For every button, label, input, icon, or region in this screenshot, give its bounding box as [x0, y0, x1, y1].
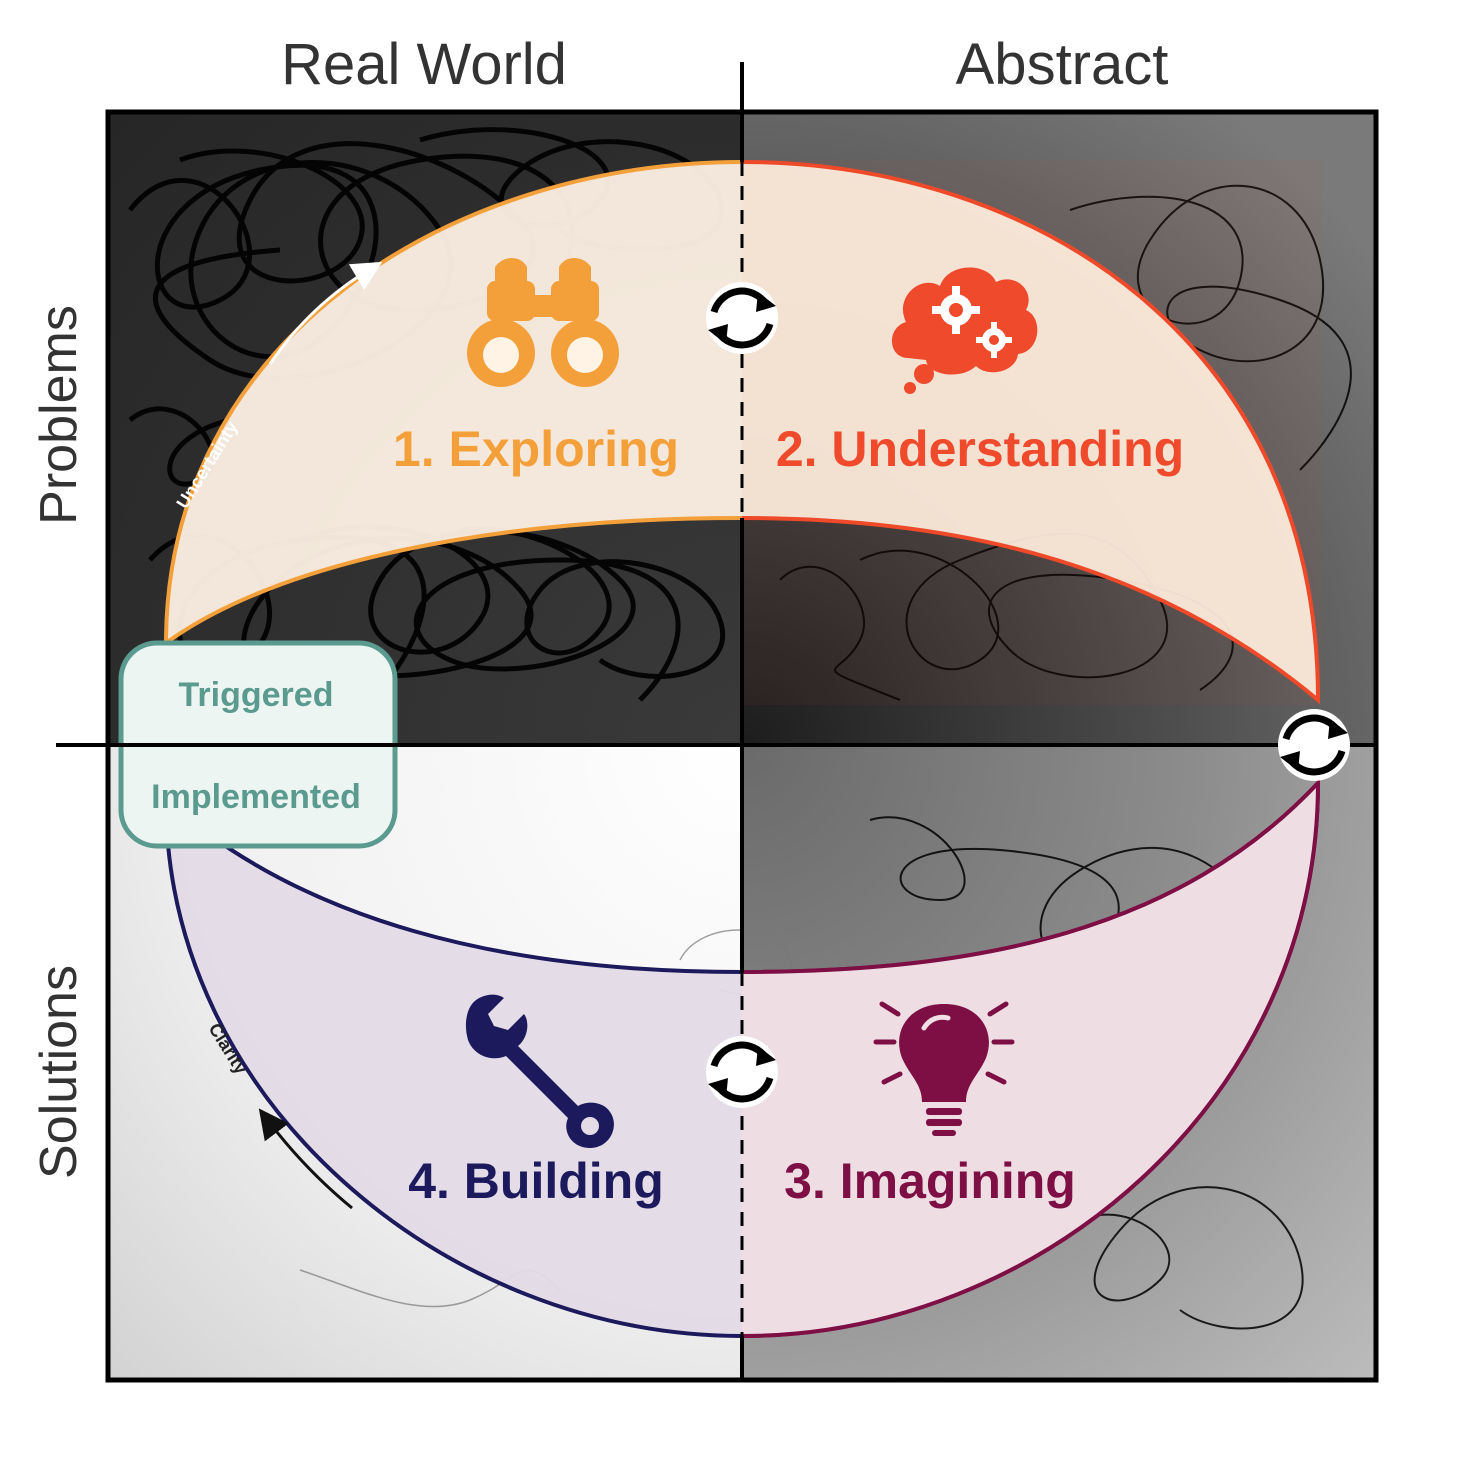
- trigger-label-triggered: Triggered: [179, 676, 334, 714]
- lightbulb-icon: [873, 1001, 1015, 1136]
- row-label-solutions: Solutions: [30, 965, 88, 1179]
- cycle-icon: [706, 282, 778, 354]
- wrench-icon: [465, 994, 614, 1148]
- cycle-icon: [706, 1036, 778, 1108]
- stage-label-building: 4. Building: [408, 1153, 664, 1209]
- stage-label-understanding: 2. Understanding: [776, 421, 1184, 477]
- stage-label-imagining: 3. Imagining: [784, 1153, 1076, 1209]
- cycle-icon: [1278, 709, 1350, 781]
- column-label-real-world: Real World: [281, 32, 567, 97]
- trigger-label-implemented: Implemented: [151, 778, 361, 816]
- column-label-abstract: Abstract: [956, 32, 1169, 97]
- stage-label-exploring: 1. Exploring: [393, 421, 679, 477]
- row-label-problems: Problems: [30, 305, 88, 525]
- binoculars-icon: [467, 258, 619, 387]
- thought-gears-icon: [891, 267, 1038, 394]
